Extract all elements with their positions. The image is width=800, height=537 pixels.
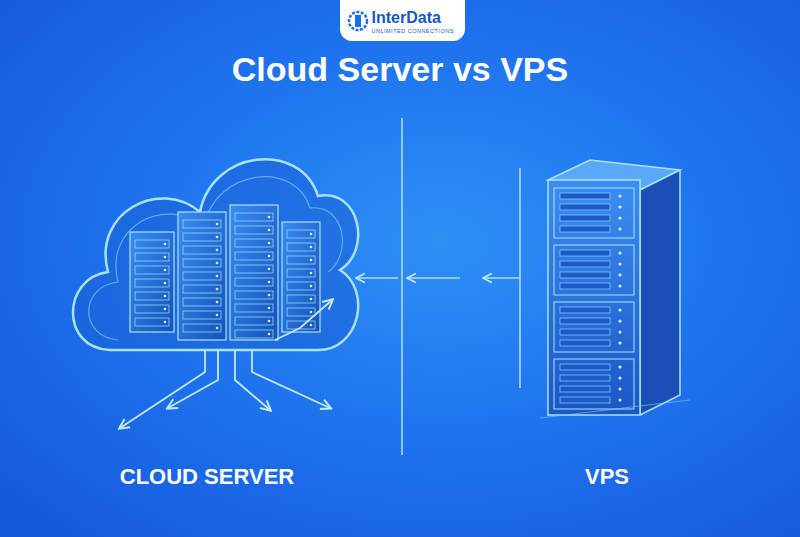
title: Cloud Server vs VPS — [0, 50, 800, 89]
logo-name: InterData — [372, 9, 455, 27]
panel-label: VPS — [585, 464, 629, 490]
logo-slogan: UNLIMITED CONNECTIONS — [372, 27, 455, 35]
cloud-server-illustration — [73, 159, 358, 428]
logo-icon — [347, 10, 369, 32]
logo-badge: InterDataUNLIMITED CONNECTIONS — [340, 0, 465, 41]
vps-server-illustration — [540, 160, 690, 418]
panel-label: CLOUD SERVER — [120, 464, 294, 490]
divider — [357, 118, 520, 455]
